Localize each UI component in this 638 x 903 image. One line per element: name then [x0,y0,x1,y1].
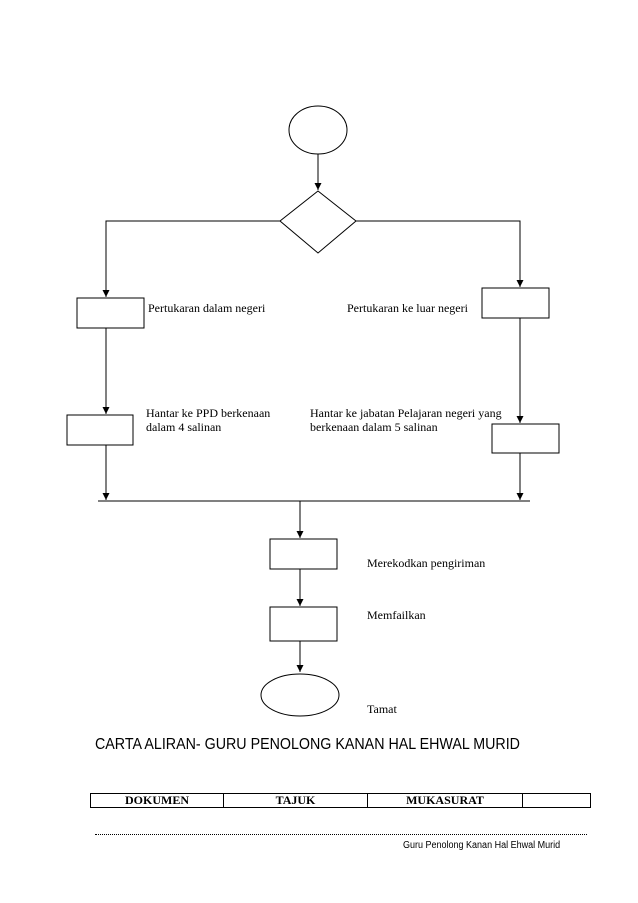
within-state-box [76,297,145,329]
send-ppd-label-line2: dalam 4 salinan [146,420,222,434]
send-dept-label-line2: berkenaan dalam 5 salinan [310,420,438,434]
footer-rule [95,834,587,835]
end-label: Tamat [367,702,397,716]
record-box [269,538,338,570]
file-label: Memfailkan [367,608,426,622]
left-branch-line [102,220,280,297]
decision-diamond [279,190,357,254]
send-ppd-label-line1: Hantar ke PPD berkenaan [146,406,271,420]
title-cell: TAJUK [223,793,368,808]
outside-state-label: Pertukaran ke luar negeri [347,301,468,315]
within-state-label: Pertukaran dalam negeri [148,301,266,315]
end-oval [260,673,340,717]
right-branch-line [356,220,524,287]
record-label: Merekodkan pengiriman [367,556,486,570]
table-row: DOKUMEN TAJUK MUKASURAT [90,793,591,808]
send-dept-box [491,423,560,454]
chart-caption: CARTA ALIRAN- GURU PENOLONG KANAN HAL EH… [95,736,520,753]
page-number-cell [522,793,591,808]
outside-state-box [481,287,550,319]
footer-text: Guru Penolong Kanan Hal Ehwal Murid [403,840,561,851]
start-oval [288,105,348,155]
send-dept-label-line1: Hantar ke jabatan Pelajaran negeri yang [310,406,502,420]
send-ppd-box [66,414,134,446]
document-info-table: DOKUMEN TAJUK MUKASURAT [90,793,591,808]
document-cell: DOKUMEN [90,793,224,808]
page-cell: MUKASURAT [367,793,523,808]
file-box [269,606,338,642]
